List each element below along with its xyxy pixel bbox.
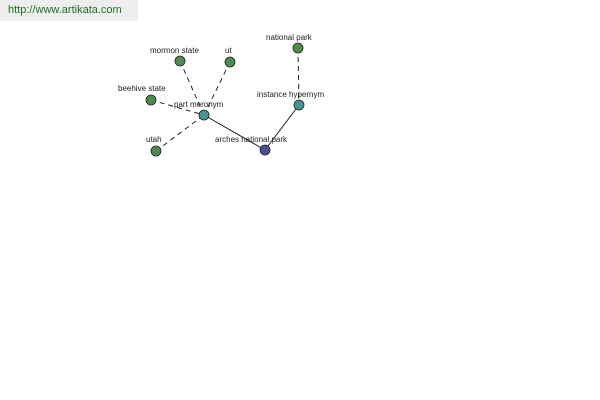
node-mormon-state[interactable] xyxy=(174,55,186,67)
edge-national-park xyxy=(297,47,300,106)
label-instance-hypernym: instance hypernym xyxy=(257,90,324,99)
edge-root-instance-hypernym xyxy=(264,104,300,151)
label-part-meronym: part meronym xyxy=(174,100,224,109)
label-beehive-state: beehive state xyxy=(118,84,166,93)
edge-beehive-state xyxy=(150,99,205,116)
node-instance-hypernym[interactable] xyxy=(293,99,305,111)
node-national-park[interactable] xyxy=(292,42,304,54)
node-ut[interactable] xyxy=(224,56,236,68)
source-url[interactable]: http://www.artikata.com xyxy=(0,0,138,21)
edge-ut xyxy=(203,61,231,116)
edge-mormon-state xyxy=(179,60,205,116)
label-mormon-state: mormon state xyxy=(150,46,199,55)
label-utah: utah xyxy=(146,135,162,144)
edge-utah xyxy=(155,114,205,152)
node-utah[interactable] xyxy=(150,145,162,157)
label-national-park: national park xyxy=(266,33,313,42)
node-beehive-state[interactable] xyxy=(145,94,157,106)
node-arches-national-park[interactable] xyxy=(259,144,271,156)
edge-root-part-meronym xyxy=(203,114,266,151)
label-arches-national-park: arches national park xyxy=(215,135,288,144)
node-part-meronym[interactable] xyxy=(198,109,210,121)
label-ut: ut xyxy=(225,46,232,55)
